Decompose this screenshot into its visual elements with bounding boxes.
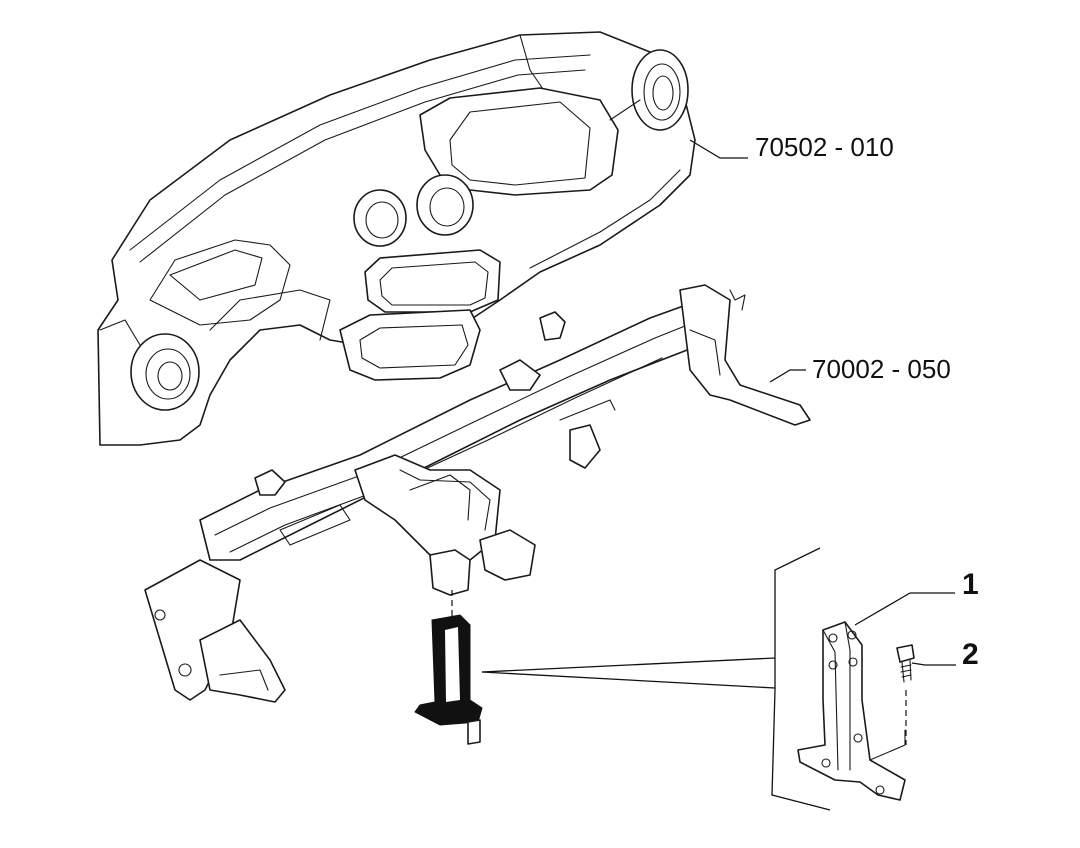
cross-beam xyxy=(144,284,811,703)
callout-item-2: 2 xyxy=(962,638,979,671)
screw-part-detail xyxy=(896,644,915,745)
callout-crossbeam-part-number: 70002 - 050 xyxy=(812,354,951,384)
callout-dashboard-part-number: 70502 - 010 xyxy=(755,132,894,162)
callout-item-1: 1 xyxy=(962,568,979,601)
reinforcement-bracket-installed xyxy=(414,590,483,745)
leader-lines xyxy=(689,139,956,666)
dashboard-panel xyxy=(97,31,696,446)
bracket-part-detail xyxy=(797,621,906,801)
detail-view-frame xyxy=(481,547,831,811)
